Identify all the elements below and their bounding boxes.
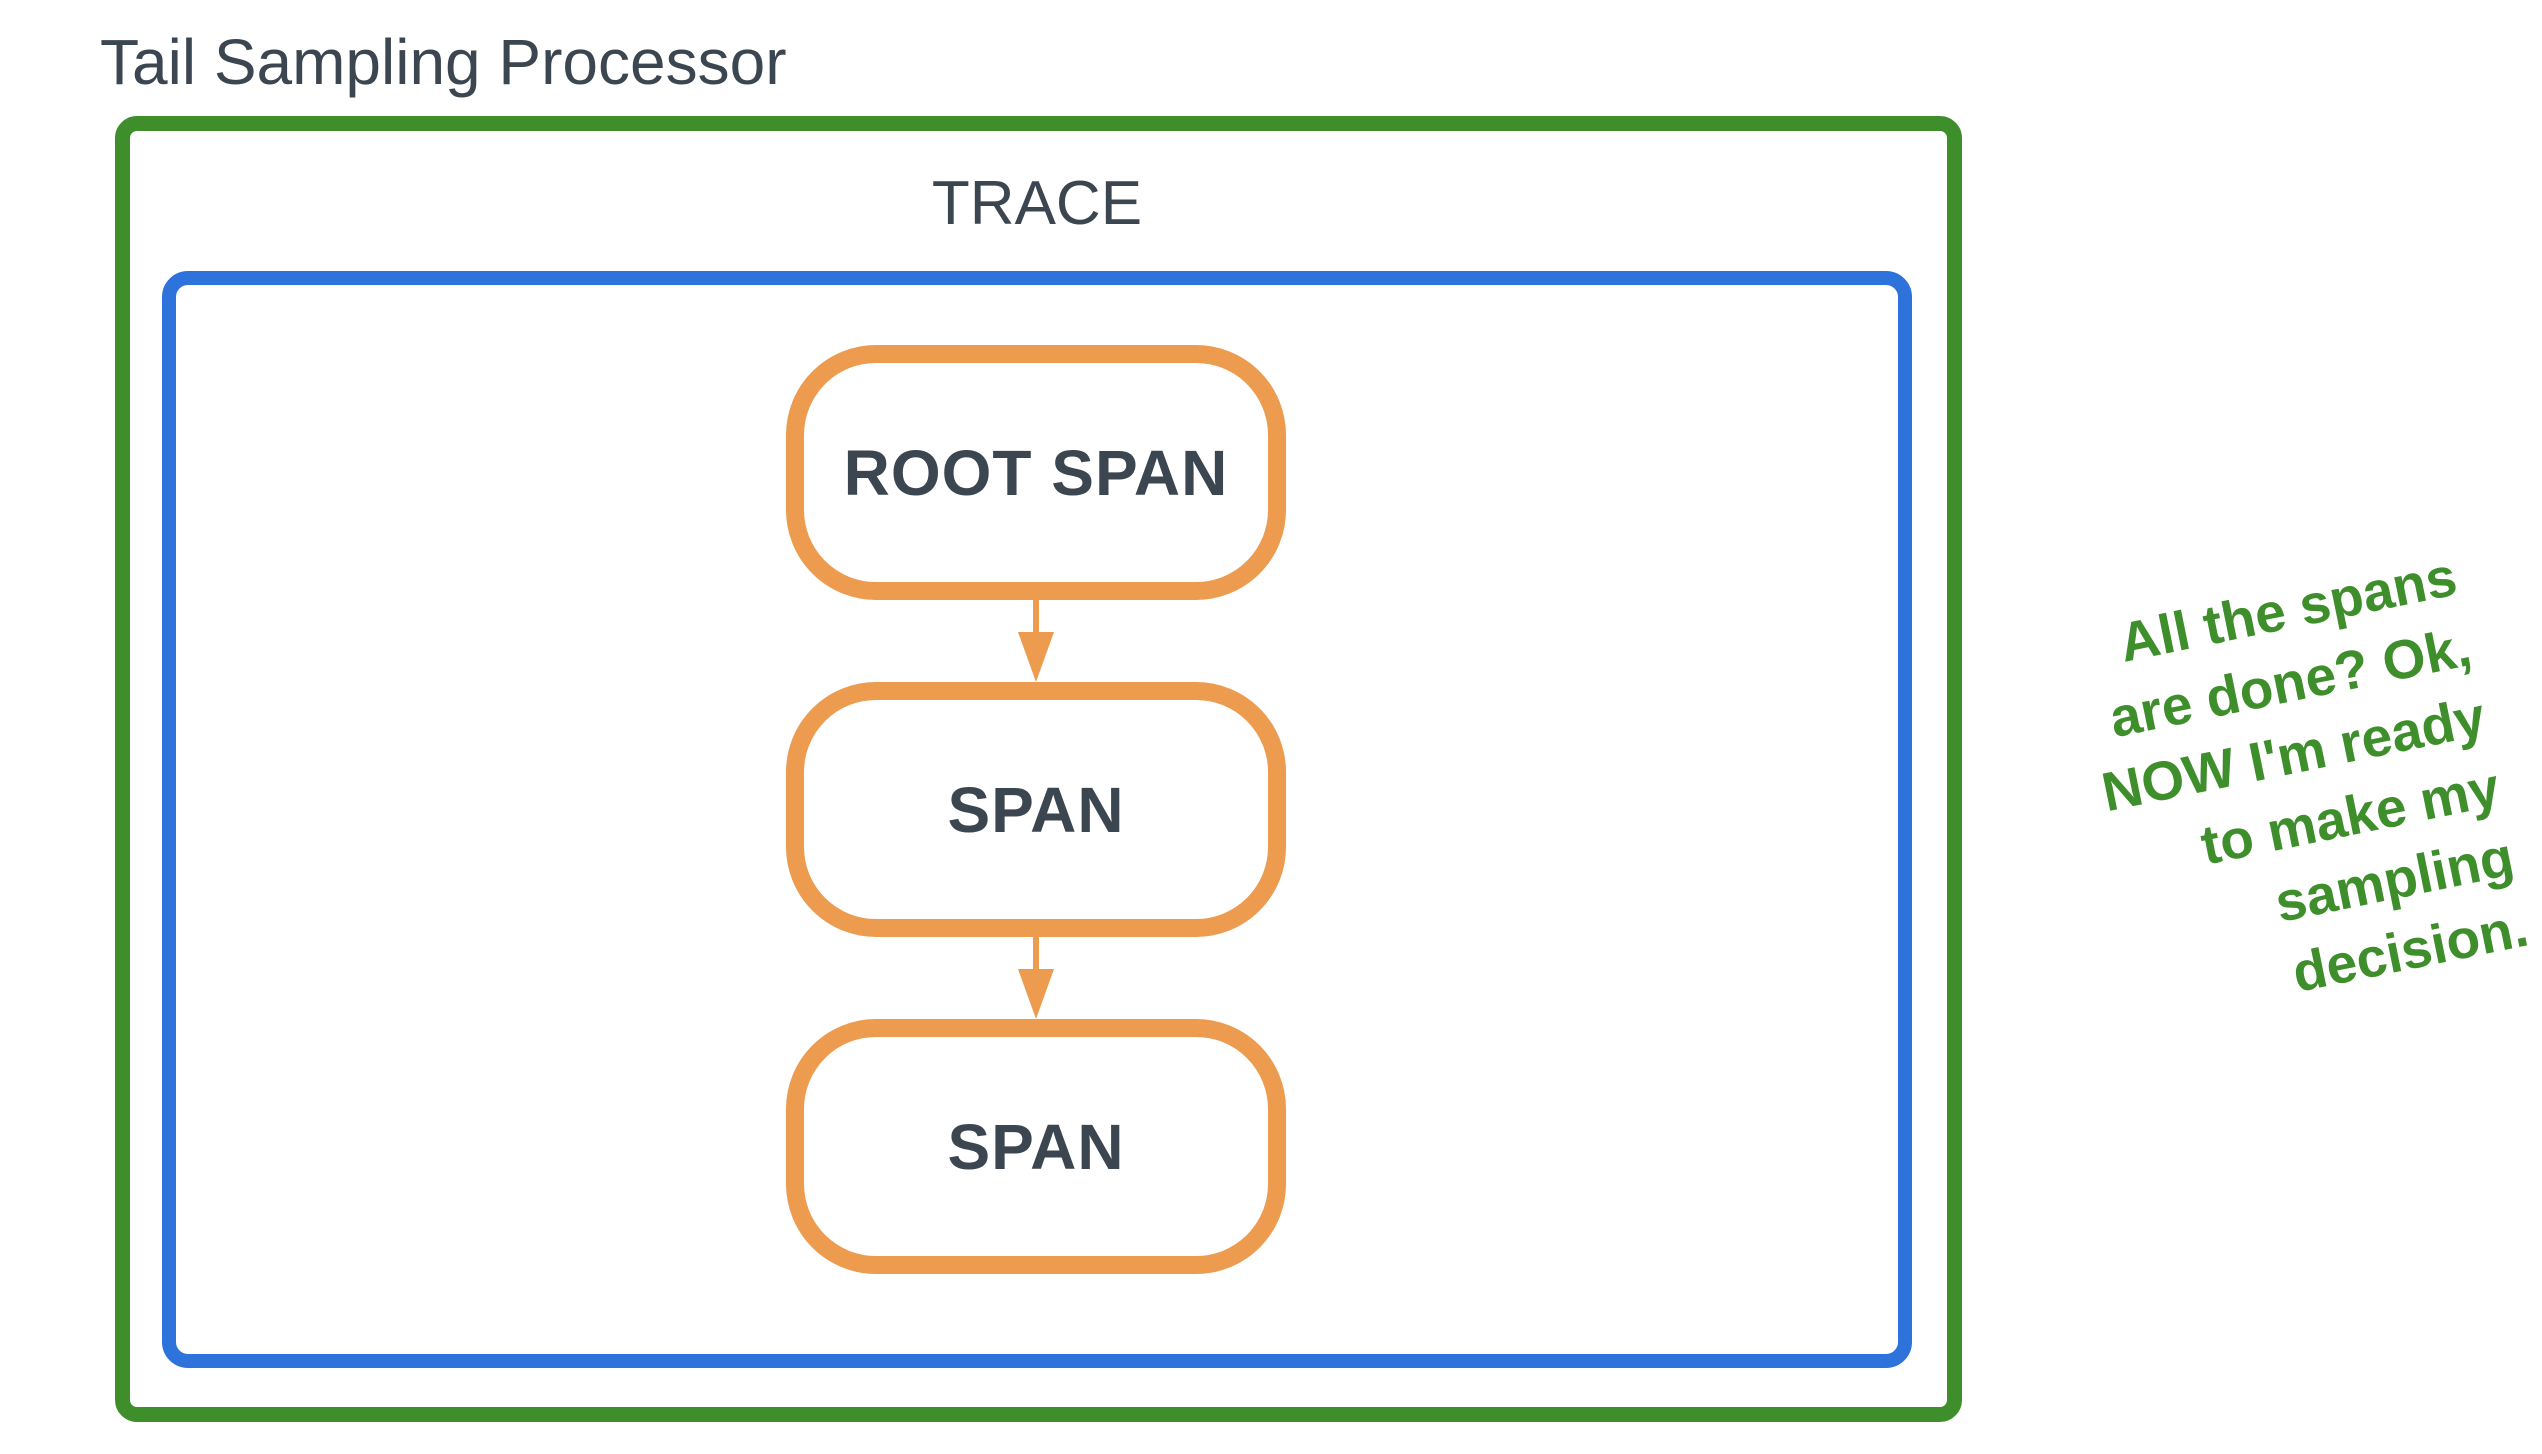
annotation-text: All the spans are done? Ok, NOW I'm read… [2096, 544, 2533, 1004]
node-span-1: SPAN [786, 682, 1286, 937]
arrow-stem [1033, 600, 1039, 636]
node-span-2-label: SPAN [947, 1110, 1125, 1183]
arrow-down-icon [1018, 632, 1054, 682]
arrow-stem [1033, 937, 1039, 973]
node-span-2: SPAN [786, 1019, 1286, 1274]
node-span-1-label: SPAN [947, 773, 1125, 846]
arrow-down-icon [1018, 969, 1054, 1019]
node-root-span: ROOT SPAN [786, 345, 1286, 600]
diagram-title: Tail Sampling Processor [100, 26, 787, 98]
node-root-span-label: ROOT SPAN [843, 436, 1229, 509]
trace-label: TRACE [931, 169, 1143, 238]
